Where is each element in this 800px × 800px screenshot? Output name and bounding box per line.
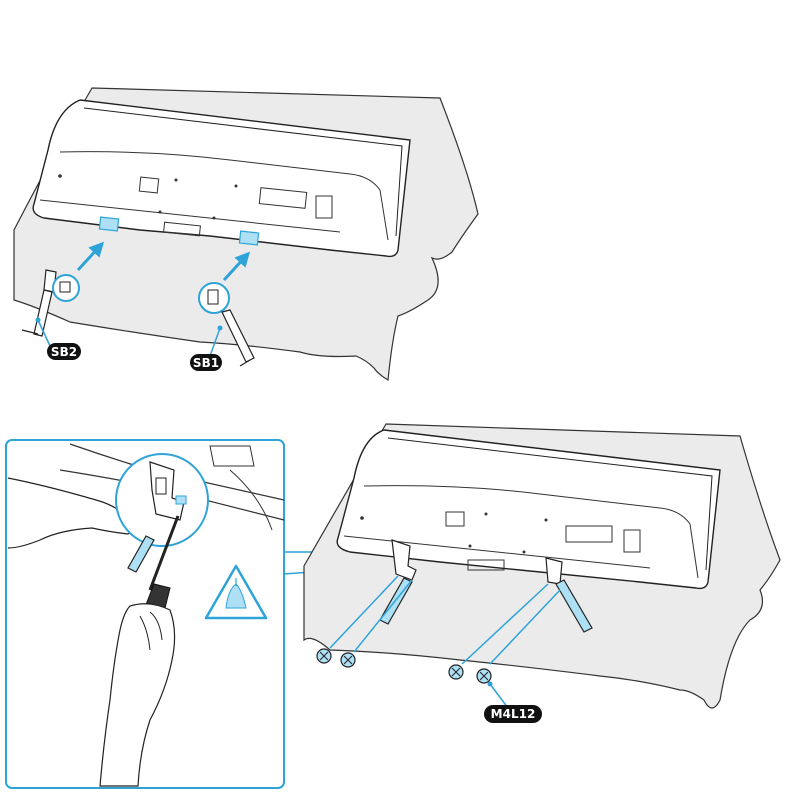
svg-text:M4L12: M4L12 <box>491 707 536 721</box>
svg-text:SB1: SB1 <box>193 356 219 370</box>
step-attach-stand-brackets: SB2 SB1 <box>13 87 479 382</box>
bracket-sb1 <box>198 282 255 367</box>
step-secure-with-screws: M4L12 <box>303 423 781 723</box>
installed-bracket-right <box>545 557 593 633</box>
pinch-hand-warning-icon <box>204 564 268 620</box>
label-sb2: SB2 <box>47 343 81 360</box>
label-m4l12: M4L12 <box>484 705 542 723</box>
screwdriver <box>148 515 180 591</box>
screw-2 <box>340 652 356 668</box>
svg-text:SB2: SB2 <box>51 345 77 359</box>
stand-slot-right <box>238 230 260 246</box>
screw-3 <box>448 664 464 680</box>
label-sb1: SB1 <box>190 354 222 371</box>
insert-arrow-right <box>222 251 251 282</box>
hand-holding-bracket <box>7 477 134 549</box>
stand-slot-left <box>98 216 120 232</box>
screw-4 <box>476 668 492 684</box>
hand-holding-screwdriver <box>99 603 176 787</box>
detail-screwdriver-inset <box>5 439 285 789</box>
screw-1 <box>316 648 332 664</box>
insert-arrow-left <box>76 241 105 272</box>
